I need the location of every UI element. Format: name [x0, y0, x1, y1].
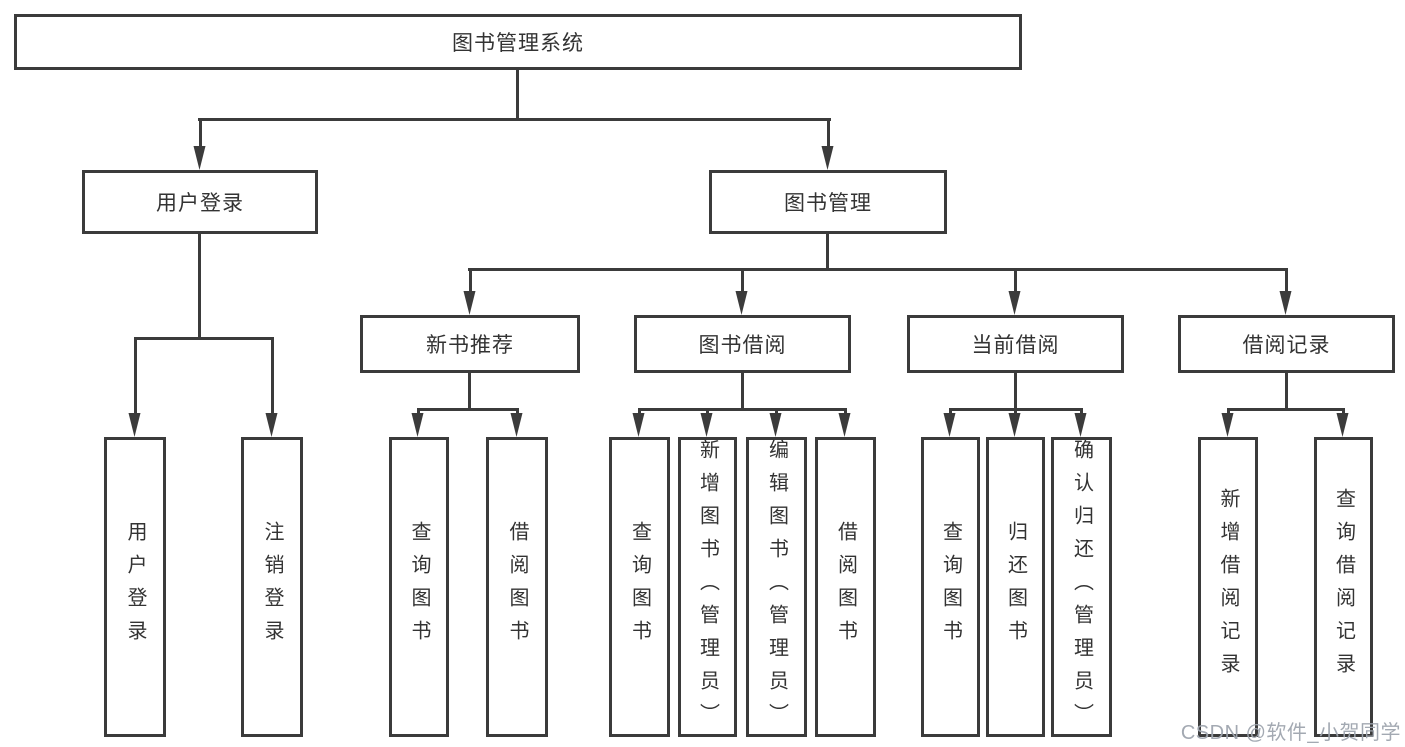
connector-user-login-split: [134, 337, 274, 340]
leaf-logout: 注销登录: [241, 437, 303, 737]
leaf-add-book-admin: 新增图书（管理员）: [678, 437, 737, 737]
node-book-borrow: 图书借阅: [634, 315, 851, 373]
arrow-down-to-book-management: [821, 118, 835, 170]
leaf-borrow-books-borrow: 借阅图书: [815, 437, 876, 737]
node-book-management-label: 图书管理: [784, 192, 872, 215]
leaf-query-books-borrow: 查询图书: [609, 437, 670, 737]
leaf-borrow-books-newbook: 借阅图书: [486, 437, 548, 737]
arrow-down-to-query-borrow-record: [1336, 408, 1350, 437]
connector-new-book-stem: [468, 373, 471, 408]
connector-book-borrow-stem: [741, 373, 744, 408]
leaf-query-books-newbook-label: 查询图书: [408, 521, 430, 653]
connector-root-stem: [516, 70, 519, 118]
leaf-add-book-admin-label: 新增图书（管理员）: [696, 438, 719, 736]
leaf-return-book-label: 归还图书: [1004, 521, 1027, 653]
node-current-borrow: 当前借阅: [907, 315, 1124, 373]
arrow-down-to-edit-book: [769, 408, 783, 437]
arrow-down-to-borrow-records: [1279, 268, 1293, 315]
node-new-book-recommend: 新书推荐: [360, 315, 580, 373]
node-borrow-records: 借阅记录: [1178, 315, 1395, 373]
arrow-down-to-query-books-borrow: [632, 408, 646, 437]
arrow-down-to-query-books-current: [943, 408, 957, 437]
arrow-down-to-borrow-books-newbook: [510, 408, 524, 437]
connector-current-borrow-stem: [1014, 373, 1017, 408]
arrow-down-to-leaf-logout: [265, 337, 279, 437]
arrow-down-to-current-borrow: [1008, 268, 1022, 315]
node-user-login-label: 用户登录: [156, 192, 244, 215]
leaf-query-borrow-record-label: 查询借阅记录: [1332, 488, 1355, 686]
node-book-borrow-label: 图书借阅: [698, 334, 787, 357]
node-book-management: 图书管理: [709, 170, 947, 234]
leaf-query-books-current: 查询图书: [921, 437, 980, 737]
arrow-down-to-book-borrow: [735, 268, 749, 315]
node-library-system: 图书管理系统: [14, 14, 1022, 70]
leaf-query-books-newbook: 查询图书: [389, 437, 449, 737]
arrow-down-to-add-book: [700, 408, 714, 437]
arrow-down-to-return-book: [1008, 408, 1022, 437]
node-library-system-label: 图书管理系统: [452, 32, 584, 55]
leaf-borrow-books-newbook-label: 借阅图书: [506, 521, 528, 653]
leaf-edit-book-admin-label: 编辑图书（管理员）: [765, 438, 788, 736]
node-user-login: 用户登录: [82, 170, 318, 234]
connector-borrow-records-split: [1227, 408, 1345, 411]
leaf-add-borrow-record: 新增借阅记录: [1198, 437, 1258, 737]
leaf-confirm-return-admin: 确认归还（管理员）: [1051, 437, 1112, 737]
leaf-add-borrow-record-label: 新增借阅记录: [1217, 488, 1239, 686]
node-borrow-records-label: 借阅记录: [1242, 334, 1331, 357]
leaf-return-book: 归还图书: [986, 437, 1045, 737]
connector-user-login-stem: [198, 234, 201, 337]
csdn-watermark: CSDN @软件_小贺同学: [1180, 722, 1401, 744]
arrow-down-to-new-book-recommend: [463, 268, 477, 315]
leaf-query-books-borrow-label: 查询图书: [628, 521, 651, 653]
connector-new-book-split: [417, 408, 518, 411]
leaf-borrow-books-borrow-label: 借阅图书: [834, 521, 857, 653]
arrow-down-to-query-books-newbook: [411, 408, 425, 437]
arrow-down-to-user-login: [193, 118, 207, 170]
leaf-logout-label: 注销登录: [261, 521, 283, 653]
leaf-edit-book-admin: 编辑图书（管理员）: [746, 437, 807, 737]
leaf-confirm-return-admin-label: 确认归还（管理员）: [1070, 438, 1093, 736]
leaf-query-books-current-label: 查询图书: [939, 521, 962, 653]
leaf-user-login-label: 用户登录: [124, 521, 146, 653]
leaf-query-borrow-record: 查询借阅记录: [1314, 437, 1373, 737]
connector-book-management-stem: [826, 234, 829, 268]
arrow-down-to-borrow-books-borrow: [838, 408, 852, 437]
arrow-down-to-leaf-user-login: [128, 337, 142, 437]
connector-root-split: [198, 118, 831, 121]
arrow-down-to-confirm-return: [1074, 408, 1088, 437]
connector-book-borrow-split: [638, 408, 847, 411]
connector-book-management-split: [468, 268, 1288, 271]
node-new-book-recommend-label: 新书推荐: [426, 334, 514, 357]
arrow-down-to-add-borrow-record: [1221, 408, 1235, 437]
leaf-user-login: 用户登录: [104, 437, 166, 737]
node-current-borrow-label: 当前借阅: [971, 334, 1060, 357]
connector-borrow-records-stem: [1285, 373, 1288, 408]
